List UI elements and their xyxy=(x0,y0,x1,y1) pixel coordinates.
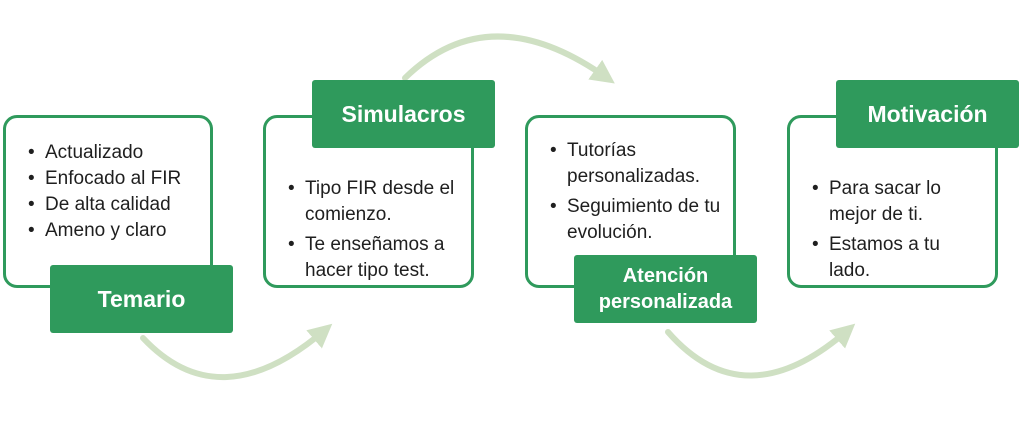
bullet-list-atencion: Tutorías personalizadas. Seguimiento de … xyxy=(550,138,723,246)
bullet-list-motivacion: Para sacar lo mejor de ti. Estamos a tu … xyxy=(812,176,985,284)
bullet-list-simulacros: Tipo FIR desde el comienzo. Te enseñamos… xyxy=(288,176,461,284)
card-temario: Actualizado Enfocado al FIR De alta cali… xyxy=(3,115,213,288)
label-line: Motivación xyxy=(867,100,988,127)
list-item: Seguimiento de tu evolución. xyxy=(550,194,723,246)
list-item: Para sacar lo mejor de ti. xyxy=(812,176,985,228)
label-motivacion: Motivación xyxy=(836,80,1019,148)
label-line: Temario xyxy=(97,285,186,312)
list-item: Actualizado xyxy=(28,140,200,166)
label-simulacros: Simulacros xyxy=(312,80,495,148)
list-item: Tutorías personalizadas. xyxy=(550,138,723,190)
arrow-simulacros-to-atencion xyxy=(402,33,615,84)
list-item: Te enseñamos a hacer tipo test. xyxy=(288,232,461,284)
label-temario: Temario xyxy=(50,265,233,333)
list-item: Tipo FIR desde el comienzo. xyxy=(288,176,461,228)
label-atencion-personalizada: Atención personalizada xyxy=(574,255,757,323)
list-item: De alta calidad xyxy=(28,192,200,218)
arrow-atencion-to-motivacion xyxy=(665,323,856,379)
list-item: Estamos a tu lado. xyxy=(812,232,985,284)
list-item: Ameno y claro xyxy=(28,218,200,244)
label-line: Simulacros xyxy=(341,100,466,127)
list-item: Enfocado al FIR xyxy=(28,166,200,192)
label-line: personalizada xyxy=(598,291,733,313)
label-line: Atención xyxy=(622,265,709,287)
bullet-list-temario: Actualizado Enfocado al FIR De alta cali… xyxy=(28,140,200,244)
arrow-temario-to-simulacros xyxy=(140,323,333,380)
